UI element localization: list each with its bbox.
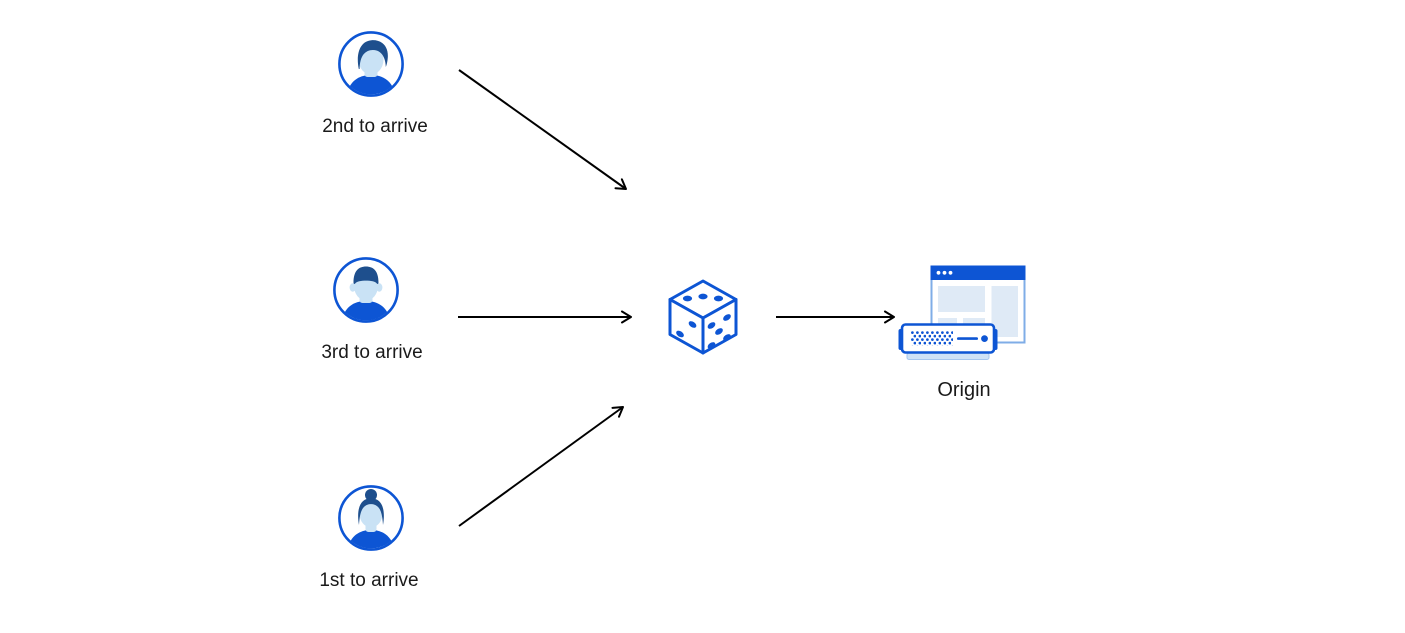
man-avatar-icon bbox=[338, 31, 404, 97]
user-node-2nd bbox=[337, 30, 405, 103]
user-label-2nd: 2nd to arrive bbox=[322, 116, 428, 137]
browser-window-icon bbox=[930, 265, 1026, 344]
man-flat-top-avatar-icon bbox=[333, 257, 399, 323]
user-node-1st bbox=[337, 484, 405, 557]
arrow-user-1st-to-dice bbox=[458, 406, 624, 527]
woman-avatar-icon bbox=[338, 485, 404, 551]
server-icon bbox=[898, 323, 998, 360]
user-label-3rd: 3rd to arrive bbox=[321, 342, 423, 363]
origin-node bbox=[898, 263, 1028, 365]
origin-server-icon bbox=[898, 265, 1026, 360]
router-node bbox=[666, 278, 740, 361]
dice-icon bbox=[668, 279, 738, 355]
arrow-user-2nd-to-dice bbox=[458, 69, 627, 190]
user-node-3rd bbox=[332, 256, 400, 329]
origin-label: Origin bbox=[937, 379, 991, 401]
user-label-1st: 1st to arrive bbox=[319, 570, 419, 591]
